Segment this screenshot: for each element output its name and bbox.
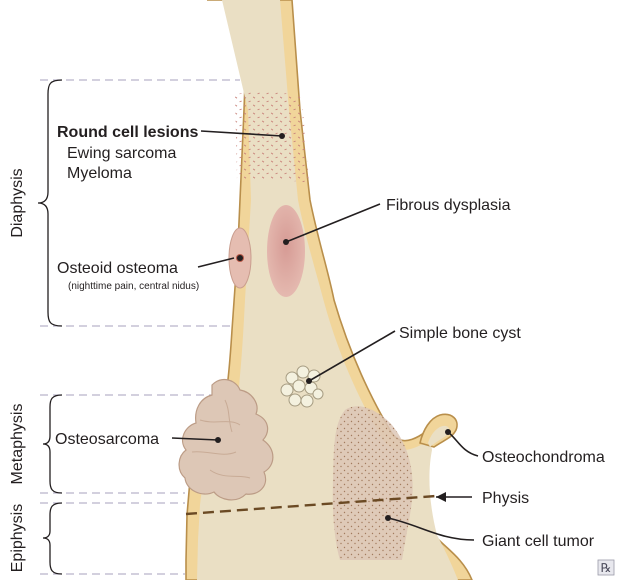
rx-logo: ℞: [601, 561, 612, 575]
giant-cell-stipple: [333, 406, 413, 560]
label-ewing-sarcoma: Ewing sarcoma: [67, 145, 176, 162]
region-label-epiphysis: Epiphysis: [9, 504, 26, 572]
region-label-diaphysis: Diaphysis: [9, 168, 26, 237]
label-myeloma: Myeloma: [67, 165, 132, 182]
label-osteochondroma: Osteochondroma: [482, 449, 605, 466]
label-osteosarcoma: Osteosarcoma: [55, 431, 159, 448]
fibrous-dysplasia-lesion: [267, 205, 305, 297]
label-fibrous-dysplasia: Fibrous dysplasia: [386, 197, 511, 214]
label-osteoid-osteoma: Osteoid osteoma: [57, 260, 178, 277]
epiphysis-brace: [43, 503, 62, 574]
label-osteoid-note: (nighttime pain, central nidus): [68, 281, 199, 292]
region-label-metaphysis: Metaphysis: [9, 404, 26, 485]
diaphysis-brace: [38, 80, 62, 326]
label-giant-cell-tumor: Giant cell tumor: [482, 533, 595, 550]
label-round-cell-lesions: Round cell lesions: [57, 124, 198, 141]
label-physis: Physis: [482, 490, 529, 507]
round-cell-lesion: [235, 91, 309, 183]
label-simple-bone-cyst: Simple bone cyst: [399, 325, 521, 342]
